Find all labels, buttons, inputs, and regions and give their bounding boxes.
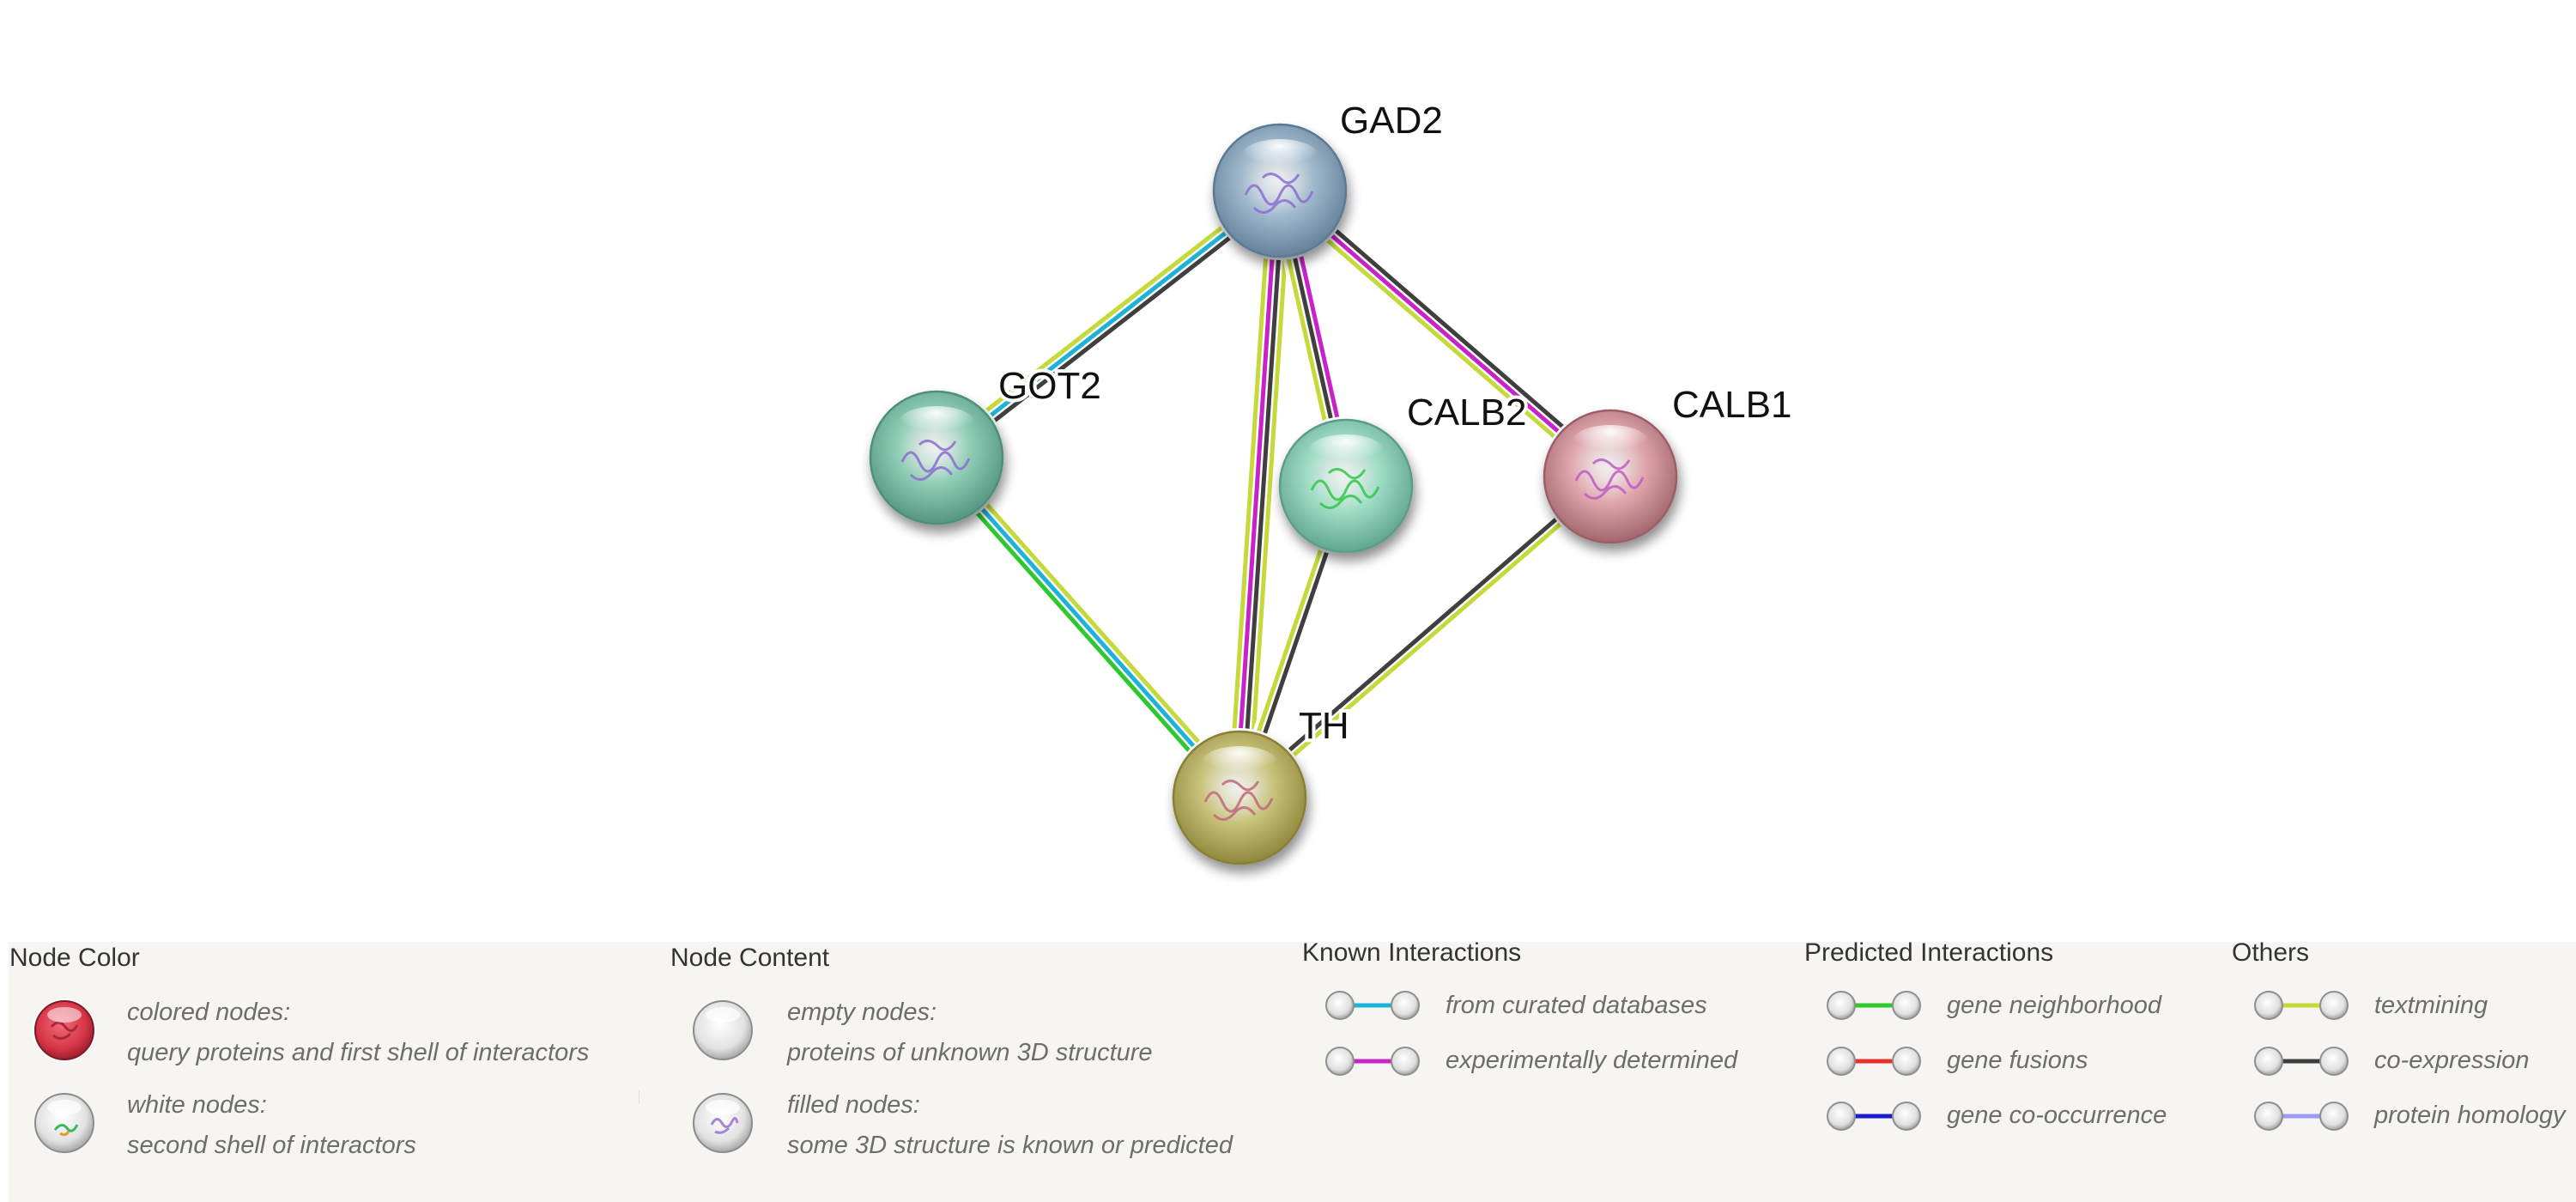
- legend-node-ball: [1325, 1047, 1355, 1076]
- filled-node-icon: [693, 1093, 753, 1153]
- node-label: CALB1: [1672, 384, 1791, 426]
- edge-evidence-textmining: [1240, 477, 1615, 802]
- node-label: TH: [1299, 705, 1349, 747]
- node-highlight: [1307, 434, 1385, 469]
- edge-calb1-th[interactable]: [1230, 467, 1620, 807]
- legend-node-ball: [2319, 1102, 2349, 1131]
- legend-node-ball: [1827, 1102, 1856, 1131]
- white-node-icon: [34, 1093, 94, 1153]
- legend-empty-nodes-desc: proteins of unknown 3D structure: [787, 1039, 1153, 1066]
- legend-node-ball: [1325, 991, 1355, 1020]
- legend-empty-nodes-text: empty nodes: proteins of unknown 3D stru…: [787, 993, 1153, 1073]
- legend-textmining: textmining: [2374, 992, 2488, 1019]
- edge-evidence-textmining: [1246, 191, 1292, 798]
- legend-node-ball: [1892, 1102, 1921, 1131]
- legend-colored-nodes-text: colored nodes: query proteins and first …: [127, 993, 589, 1073]
- node-got2[interactable]: GOT2: [867, 361, 1105, 527]
- legend-node-color-title: Node Color: [9, 944, 140, 972]
- legend-node-ball: [1827, 991, 1856, 1020]
- edge-evidence-textmining: [939, 452, 1246, 795]
- node-highlight: [1201, 745, 1278, 780]
- legend-gene-fusions: gene fusions: [1947, 1047, 2088, 1074]
- legend-node-ball: [2319, 1047, 2349, 1076]
- node-label: CALB2: [1407, 392, 1526, 434]
- legend-known-title: Known Interactions: [1302, 938, 1522, 967]
- empty-node-icon: [693, 1000, 753, 1060]
- coexpression-edge-icon: [2254, 1047, 2349, 1076]
- legend-node-ball: [2254, 991, 2283, 1020]
- legend-node-ball: [2254, 1047, 2283, 1076]
- edge-evidence-gene-neighborhood: [930, 460, 1237, 804]
- legend-colored-nodes-label: colored nodes:: [127, 999, 291, 1026]
- legend-white-nodes-label: white nodes:: [127, 1091, 267, 1119]
- legend-others-title: Others: [2232, 938, 2310, 967]
- legend-filled-nodes-text: filled nodes: some 3D structure is known…: [787, 1085, 1233, 1166]
- legend-filled-nodes-label: filled nodes:: [787, 1091, 920, 1119]
- protein-homology-edge-icon: [2254, 1102, 2349, 1131]
- edge-gad2-th[interactable]: [1224, 175, 1295, 813]
- edge-gad2-calb1[interactable]: [1267, 178, 1623, 489]
- edge-evidence-experimentally-determined: [1278, 189, 1612, 478]
- legend-node-content-title: Node Content: [670, 944, 830, 972]
- legend-node-ball: [1391, 991, 1420, 1020]
- legend-gene-cooccurrence: gene co-occurrence: [1947, 1102, 2167, 1129]
- node-highlight: [1572, 424, 1649, 459]
- edge-evidence-coexpression: [1282, 184, 1616, 474]
- legend-node-ball: [2254, 1102, 2283, 1131]
- legend-coexpression: co-expression: [2374, 1047, 2530, 1074]
- node-calb1[interactable]: CALB1: [1541, 380, 1795, 546]
- node-gad2[interactable]: GAD2: [1210, 96, 1446, 260]
- curated-databases-edge-icon: [1325, 991, 1420, 1020]
- legend-predicted-title: Predicted Interactions: [1804, 938, 2054, 967]
- experimentally-determined-edge-icon: [1325, 1047, 1420, 1076]
- node-label: GAD2: [1340, 100, 1443, 142]
- legend-node-ball: [1391, 1047, 1420, 1076]
- legend-node-ball: [1892, 991, 1921, 1020]
- structure-icon: [1310, 468, 1380, 509]
- edges-layer: [924, 175, 1623, 813]
- edge-evidence-textmining: [1274, 193, 1608, 483]
- edge-evidence-coexpression: [939, 193, 1286, 464]
- structure-icon: [900, 440, 971, 481]
- legend-colored-nodes-desc: query proteins and first shell of intera…: [127, 1039, 590, 1066]
- edge-evidence-curated-databases: [935, 456, 1241, 799]
- gene-neighborhood-edge-icon: [1827, 991, 1921, 1020]
- edge-got2-th[interactable]: [924, 445, 1252, 810]
- gene-fusions-edge-icon: [1827, 1047, 1921, 1076]
- edge-evidence-textmining: [1227, 190, 1273, 798]
- legend-curated-databases: from curated databases: [1446, 992, 1707, 1019]
- legend-gene-neighborhood: gene neighborhood: [1947, 992, 2161, 1019]
- edge-evidence-experimentally-determined: [1233, 190, 1279, 798]
- edge-gad2-got2[interactable]: [924, 178, 1293, 470]
- node-th[interactable]: TH: [1170, 701, 1353, 867]
- edge-evidence-coexpression: [1235, 472, 1610, 798]
- legend-empty-nodes-label: empty nodes:: [787, 999, 937, 1026]
- edge-evidence-curated-databases: [935, 189, 1282, 459]
- edge-evidence-coexpression: [1240, 191, 1286, 798]
- textmining-edge-icon: [2254, 991, 2349, 1020]
- legend-panel: [9, 942, 2576, 1202]
- edge-evidence-textmining: [930, 184, 1277, 455]
- legend-node-ball: [1892, 1047, 1921, 1076]
- node-highlight: [898, 405, 975, 440]
- legend-node-ball: [1827, 1047, 1856, 1076]
- gene-cooccurrence-edge-icon: [1827, 1102, 1921, 1131]
- structure-icon: [1574, 458, 1645, 500]
- legend-white-nodes-text: white nodes: second shell of interactors: [127, 1085, 416, 1166]
- legend-protein-homology: protein homology: [2374, 1102, 2566, 1129]
- node-calb2[interactable]: CALB2: [1276, 388, 1530, 555]
- legend-node-ball: [2319, 991, 2349, 1020]
- structure-icon: [1203, 780, 1274, 821]
- colored-node-icon: [33, 999, 96, 1062]
- legend-white-nodes-desc: second shell of interactors: [127, 1132, 416, 1159]
- legend-experimentally-determined: experimentally determined: [1446, 1047, 1738, 1074]
- legend-filled-nodes-desc: some 3D structure is known or predicted: [787, 1132, 1233, 1159]
- node-label: GOT2: [998, 365, 1101, 407]
- node-highlight: [1241, 138, 1318, 173]
- structure-icon: [1244, 173, 1314, 214]
